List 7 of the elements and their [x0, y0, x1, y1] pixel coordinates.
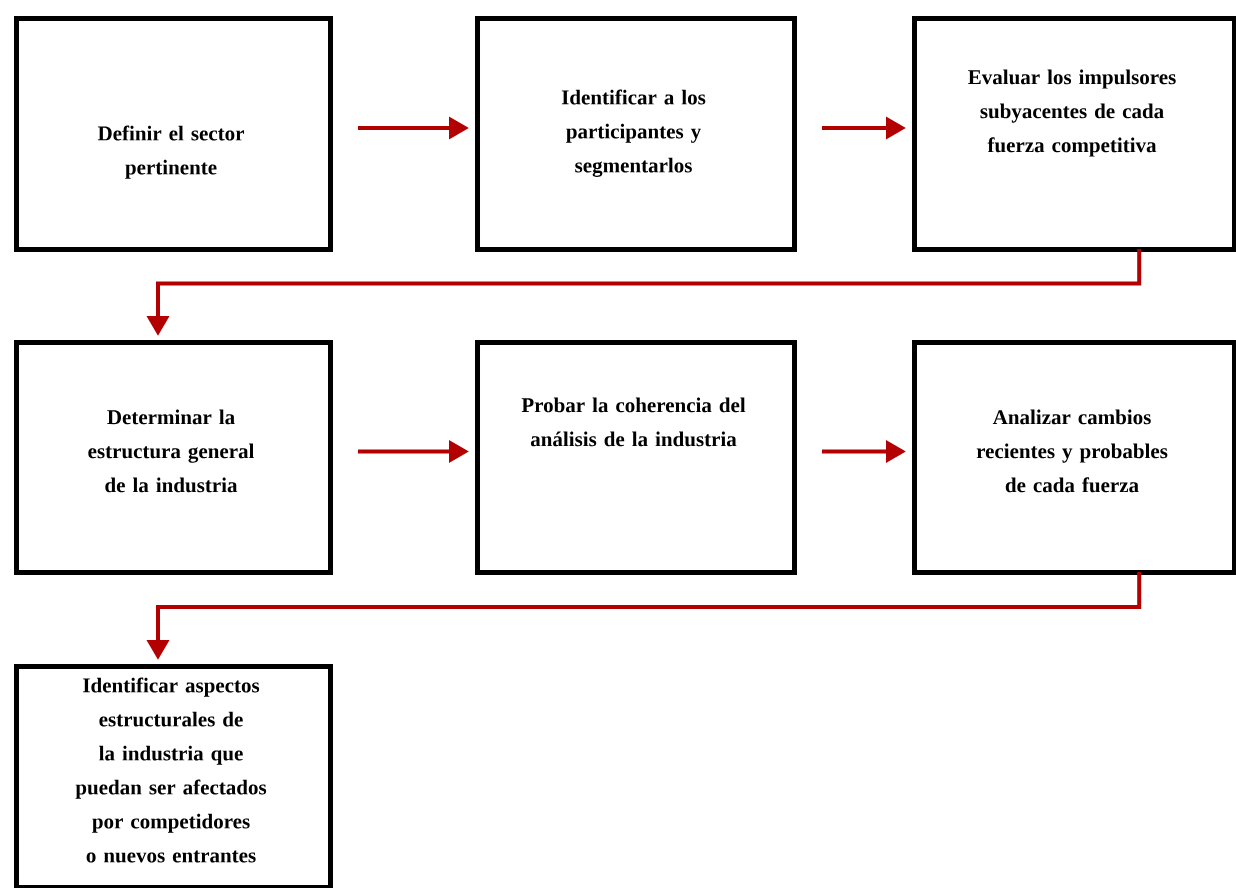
process-box: Determinar la estructura general de la industria [14, 340, 333, 575]
process-box: Identificar aspectos estructurales de la industria que puedan ser afectados por competidores o nuevos entrantes [14, 664, 333, 888]
process-box: Definir el sector pertinente [14, 16, 333, 252]
process-box: Identificar a los participantes y segmentarlos [475, 16, 797, 252]
process-box: Evaluar los impulsores subyacentes de cada fuerza competitiva [912, 16, 1236, 252]
process-box: Analizar cambios recientes y probables de cada fuerza [912, 340, 1236, 575]
process-box: Probar la coherencia del análisis de la industria [475, 340, 797, 575]
